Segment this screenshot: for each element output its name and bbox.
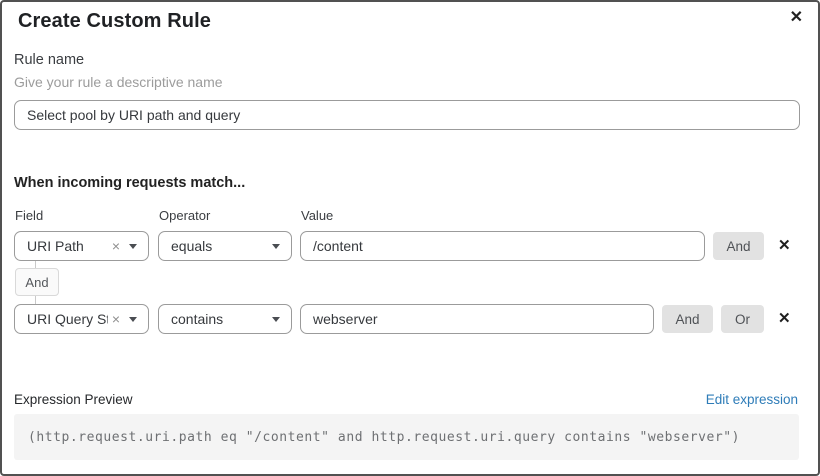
rule-name-input[interactable] (14, 100, 800, 130)
clear-icon[interactable]: × (111, 238, 120, 254)
rule-name-label: Rule name (14, 52, 85, 68)
value-column-label: Value (301, 208, 334, 223)
chevron-down-icon (129, 243, 137, 249)
chevron-down-icon (272, 243, 280, 249)
operator-select-row1-value: equals (171, 238, 213, 254)
connector-and-badge: And (15, 268, 59, 296)
operator-select-row1[interactable]: equals (158, 231, 292, 261)
field-select-row1-value: URI Path (27, 238, 84, 254)
operator-select-row2[interactable]: contains (158, 304, 292, 334)
and-button-row1[interactable]: And (713, 232, 764, 260)
expression-code: (http.request.uri.path eq "/content" and… (28, 429, 741, 445)
field-column-label: Field (15, 208, 44, 223)
remove-row1-icon[interactable]: ✕ (778, 237, 791, 254)
operator-column-label: Operator (159, 208, 211, 223)
value-input-row2[interactable] (300, 304, 654, 334)
or-button-row2[interactable]: Or (721, 305, 764, 333)
chevron-down-icon (272, 316, 280, 322)
clear-icon[interactable]: × (111, 311, 120, 327)
connector-line-top (35, 261, 36, 268)
edit-expression-link[interactable]: Edit expression (705, 392, 798, 407)
rule-name-hint: Give your rule a descriptive name (14, 74, 223, 90)
expression-code-block: (http.request.uri.path eq "/content" and… (14, 414, 799, 460)
connector-line-bottom (35, 296, 36, 304)
chevron-down-icon (129, 316, 137, 322)
and-button-row2[interactable]: And (662, 305, 713, 333)
expression-preview-label: Expression Preview (14, 392, 133, 407)
match-heading: When incoming requests match... (14, 175, 246, 191)
close-icon[interactable]: ✕ (789, 9, 803, 26)
field-select-row2-value: URI Query St... (27, 311, 108, 327)
field-select-row1[interactable]: URI Path × (14, 231, 149, 261)
dialog-title: Create Custom Rule (18, 10, 211, 32)
value-input-row1[interactable] (300, 231, 705, 261)
remove-row2-icon[interactable]: ✕ (778, 310, 791, 327)
operator-select-row2-value: contains (171, 311, 224, 327)
field-select-row2[interactable]: URI Query St... × (14, 304, 149, 334)
